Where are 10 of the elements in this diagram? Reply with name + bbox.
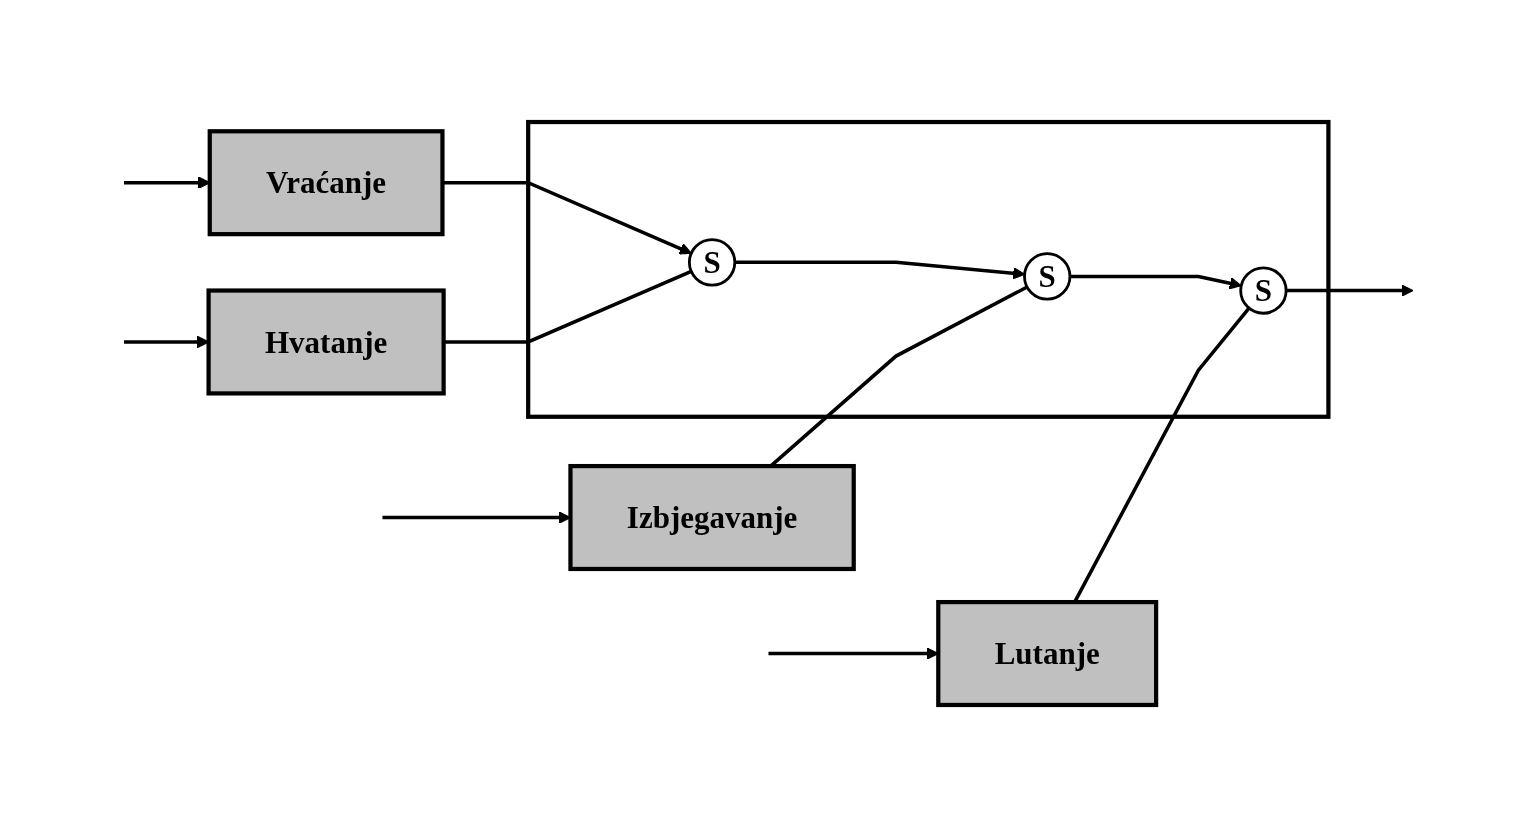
node-box: Hvatanje	[206, 288, 446, 396]
cluster	[526, 119, 1331, 419]
node-box: Izbjegavanje	[568, 463, 856, 572]
node-circle: S	[1239, 266, 1288, 315]
node-box: Vraćanje	[207, 129, 445, 237]
arrow	[1286, 284, 1414, 297]
node-box: Lutanje	[936, 599, 1159, 708]
arrow	[1069, 274, 1242, 290]
node-circle: S	[687, 238, 737, 287]
node-circle: S	[1023, 252, 1072, 301]
